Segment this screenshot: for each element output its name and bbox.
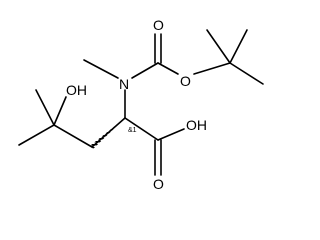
carbamate-ester-bond [157, 62, 179, 75]
carboxyl-oh-bond [157, 128, 185, 141]
atom-label-acid-hydroxyl: OH [186, 117, 207, 133]
ester-tbutyl-bond [193, 62, 231, 75]
alpha-carboxyl-bond [124, 117, 159, 141]
alpha-ch2-bond [91, 117, 126, 148]
structure-drawing: O O N OH OH O &1 [18, 17, 264, 192]
molecule-diagram: O O N OH OH O &1 [18, 17, 264, 192]
tbutyl-methyl-3 [229, 62, 264, 85]
atom-label-acid-oxygen: O [153, 176, 164, 192]
stereo-descriptor: &1 [128, 127, 137, 134]
tbutyl-methyl-2 [229, 29, 248, 64]
tbutyl-methyl-1 [206, 29, 231, 64]
ch2-carbinol-bond [53, 124, 93, 148]
atom-label-nitrogen: N [119, 76, 129, 92]
carbinol-hydroxyl-bond [53, 96, 67, 126]
atom-label-hydroxyl: OH [66, 82, 87, 98]
carbinol-methyl-1 [35, 89, 55, 126]
carbinol-methyl-2 [18, 124, 55, 146]
n-carbamate-bond [131, 62, 159, 79]
atom-label-carbonyl-oxygen: O [153, 17, 164, 33]
n-methyl-bond [83, 59, 119, 79]
atom-label-ester-oxygen: O [180, 73, 191, 89]
